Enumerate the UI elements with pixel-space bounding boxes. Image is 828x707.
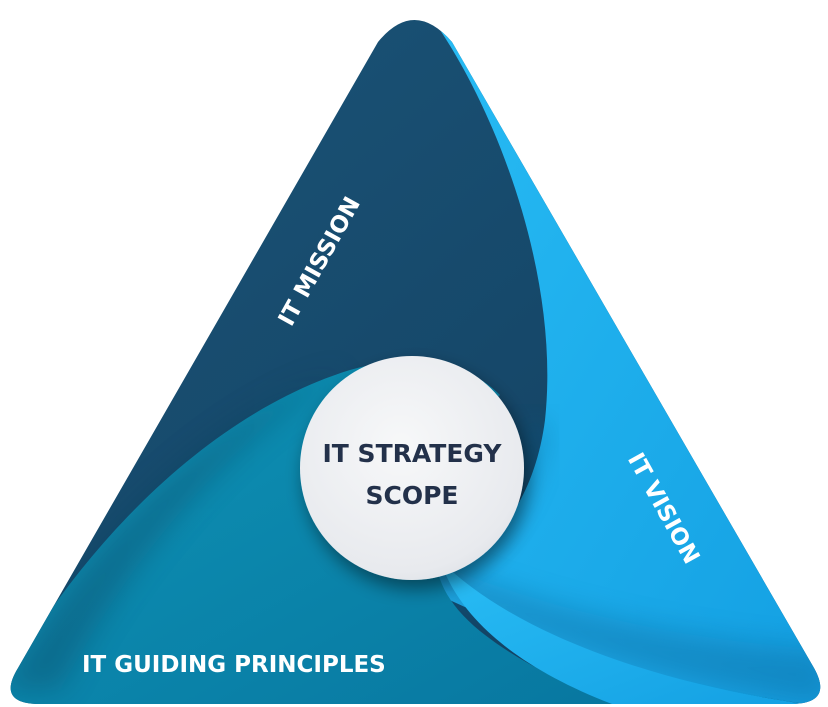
guiding-principles-segment xyxy=(10,360,620,704)
center-circle xyxy=(300,356,524,580)
vision-fold-shadow xyxy=(400,560,821,704)
guiding-principles-label: IT GUIDING PRINCIPLES xyxy=(82,652,386,678)
guiding-fold-shadow xyxy=(10,370,350,690)
vision-bottom-band xyxy=(440,560,821,704)
center-label-line2: SCOPE xyxy=(365,481,458,510)
center-label-line1: IT STRATEGY xyxy=(323,439,503,468)
